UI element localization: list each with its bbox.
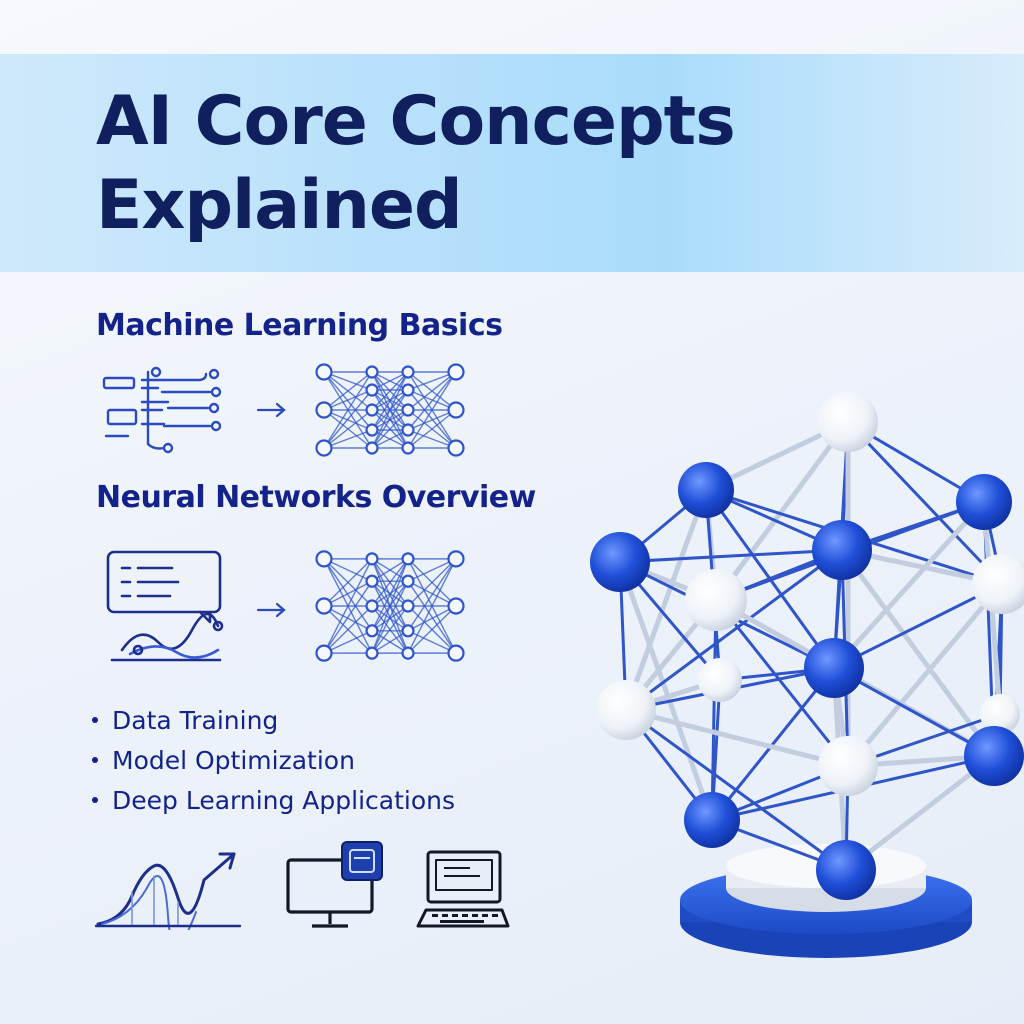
network-node — [401, 552, 415, 566]
network-node — [401, 423, 415, 437]
network-edge — [843, 753, 997, 873]
network-node — [447, 439, 465, 457]
network-node — [447, 401, 465, 419]
network-edge — [713, 419, 851, 603]
network-edge — [618, 548, 844, 564]
network-node — [401, 403, 415, 417]
white-node — [818, 736, 878, 796]
network-node — [365, 624, 379, 638]
network-node — [401, 441, 415, 455]
network-node — [365, 552, 379, 566]
neural-network-icon — [315, 363, 465, 457]
network-node — [315, 644, 333, 662]
network-edge — [846, 420, 1004, 586]
blue-node — [964, 726, 1024, 786]
3d-neural-network-model — [590, 392, 1024, 958]
list-item-label: Deep Learning Applications — [112, 785, 456, 815]
network-node — [447, 597, 465, 615]
network-edge — [839, 547, 997, 759]
network-edge — [624, 548, 844, 712]
arrow-right-icon — [256, 402, 286, 418]
network-node — [365, 403, 379, 417]
network-node — [401, 646, 415, 660]
network-node — [365, 599, 379, 613]
white-node — [698, 658, 742, 702]
list-item-label: Data Training — [112, 705, 279, 735]
network-node — [315, 401, 333, 419]
list-item-label: Model Optimization — [112, 745, 355, 775]
network-edge — [617, 559, 715, 823]
network-edge — [710, 666, 836, 822]
bullet-dot — [92, 717, 98, 723]
network-node — [315, 363, 333, 381]
network-node — [315, 597, 333, 615]
network-node — [401, 365, 415, 379]
data-list-icon — [102, 366, 222, 454]
network-node — [315, 550, 333, 568]
bullet-dot — [92, 757, 98, 763]
title-banner — [0, 54, 1024, 272]
page-title: AI Core Concepts Explained — [96, 80, 996, 248]
blue-node — [590, 532, 650, 592]
network-node — [447, 363, 465, 381]
network-node — [401, 574, 415, 588]
blue-node — [956, 474, 1012, 530]
network-edge — [623, 707, 851, 769]
computer-keyboard-icon — [416, 850, 510, 928]
list-item: Model Optimization — [92, 740, 455, 780]
network-node — [365, 441, 379, 455]
blue-node — [816, 840, 876, 900]
blue-node — [678, 462, 734, 518]
title-line-2: Explained — [96, 166, 463, 245]
network-node — [365, 646, 379, 660]
network-edge — [845, 581, 1005, 769]
bullet-dot — [92, 797, 98, 803]
heading-neural-networks-overview: Neural Networks Overview — [96, 480, 536, 515]
blue-node — [804, 638, 864, 698]
list-item: Deep Learning Applications — [92, 780, 455, 820]
blue-node — [812, 520, 872, 580]
neural-network-icon — [315, 550, 465, 662]
white-node — [596, 680, 656, 740]
heading-machine-learning-basics: Machine Learning Basics — [96, 308, 503, 343]
network-node — [401, 383, 415, 397]
network-node — [401, 624, 415, 638]
network-edge — [832, 582, 1004, 670]
title-line-1: AI Core Concepts — [96, 82, 736, 161]
network-node — [365, 423, 379, 437]
monitor-icon — [286, 841, 383, 928]
white-node — [980, 694, 1020, 734]
white-node — [818, 392, 878, 452]
arrow-right-icon — [256, 602, 286, 618]
network-node — [365, 365, 379, 379]
network-edge — [832, 666, 996, 758]
bullet-list: Data Training Model Optimization Deep Le… — [92, 700, 455, 820]
blue-node — [684, 792, 740, 848]
network-edge — [623, 487, 709, 713]
network-node — [365, 383, 379, 397]
chat-chart-icon — [106, 550, 224, 662]
network-node — [447, 644, 465, 662]
white-node — [972, 554, 1024, 614]
list-item: Data Training — [92, 700, 455, 740]
network-node — [447, 550, 465, 568]
pedestal — [680, 844, 972, 958]
network-node — [365, 574, 379, 588]
network-node — [315, 439, 333, 457]
growth-chart-icon — [94, 852, 242, 930]
network-edge — [624, 708, 848, 872]
network-node — [401, 599, 415, 613]
network-edge — [831, 499, 987, 671]
network-edge — [714, 598, 850, 768]
white-node — [685, 569, 747, 631]
